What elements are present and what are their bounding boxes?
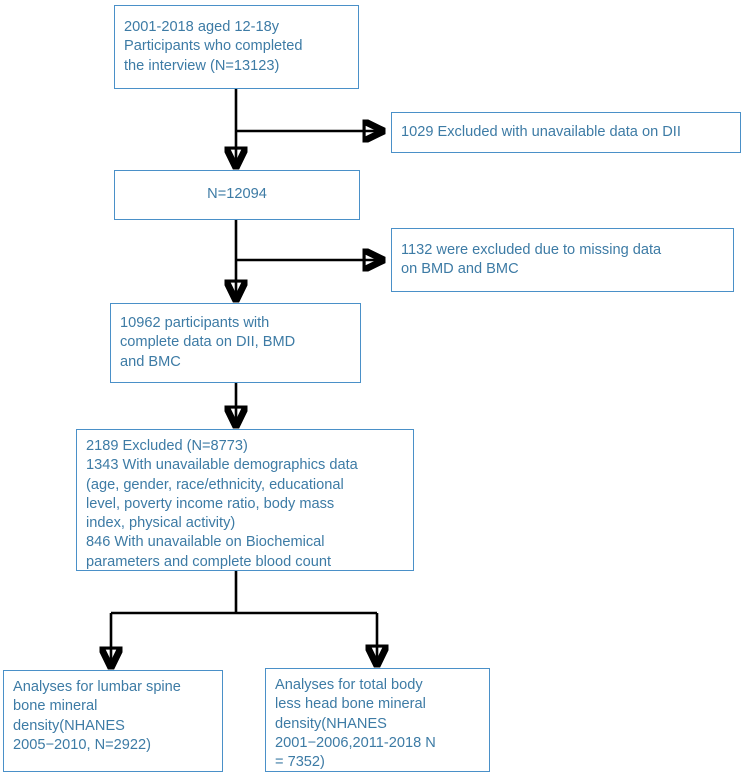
- node-excluded-2189: 2189 Excluded (N=8773) 1343 With unavail…: [76, 429, 414, 571]
- node-analyses-total-body-less-head-bmd: Analyses for total body less head bone m…: [265, 668, 490, 772]
- node-excluded-missing-bmd-bmc: 1132 were excluded due to missing data o…: [391, 228, 734, 292]
- node-complete-data-dii-bmd-bmc: 10962 participants with complete data on…: [110, 303, 361, 383]
- node-analyses-lumbar-spine-bmd: Analyses for lumbar spine bone mineral d…: [3, 670, 223, 772]
- node-n12094: N=12094: [114, 170, 360, 220]
- node-excluded-unavailable-dii: 1029 Excluded with unavailable data on D…: [391, 112, 741, 153]
- node-interviewed-participants: 2001-2018 aged 12-18y Participants who c…: [114, 5, 359, 89]
